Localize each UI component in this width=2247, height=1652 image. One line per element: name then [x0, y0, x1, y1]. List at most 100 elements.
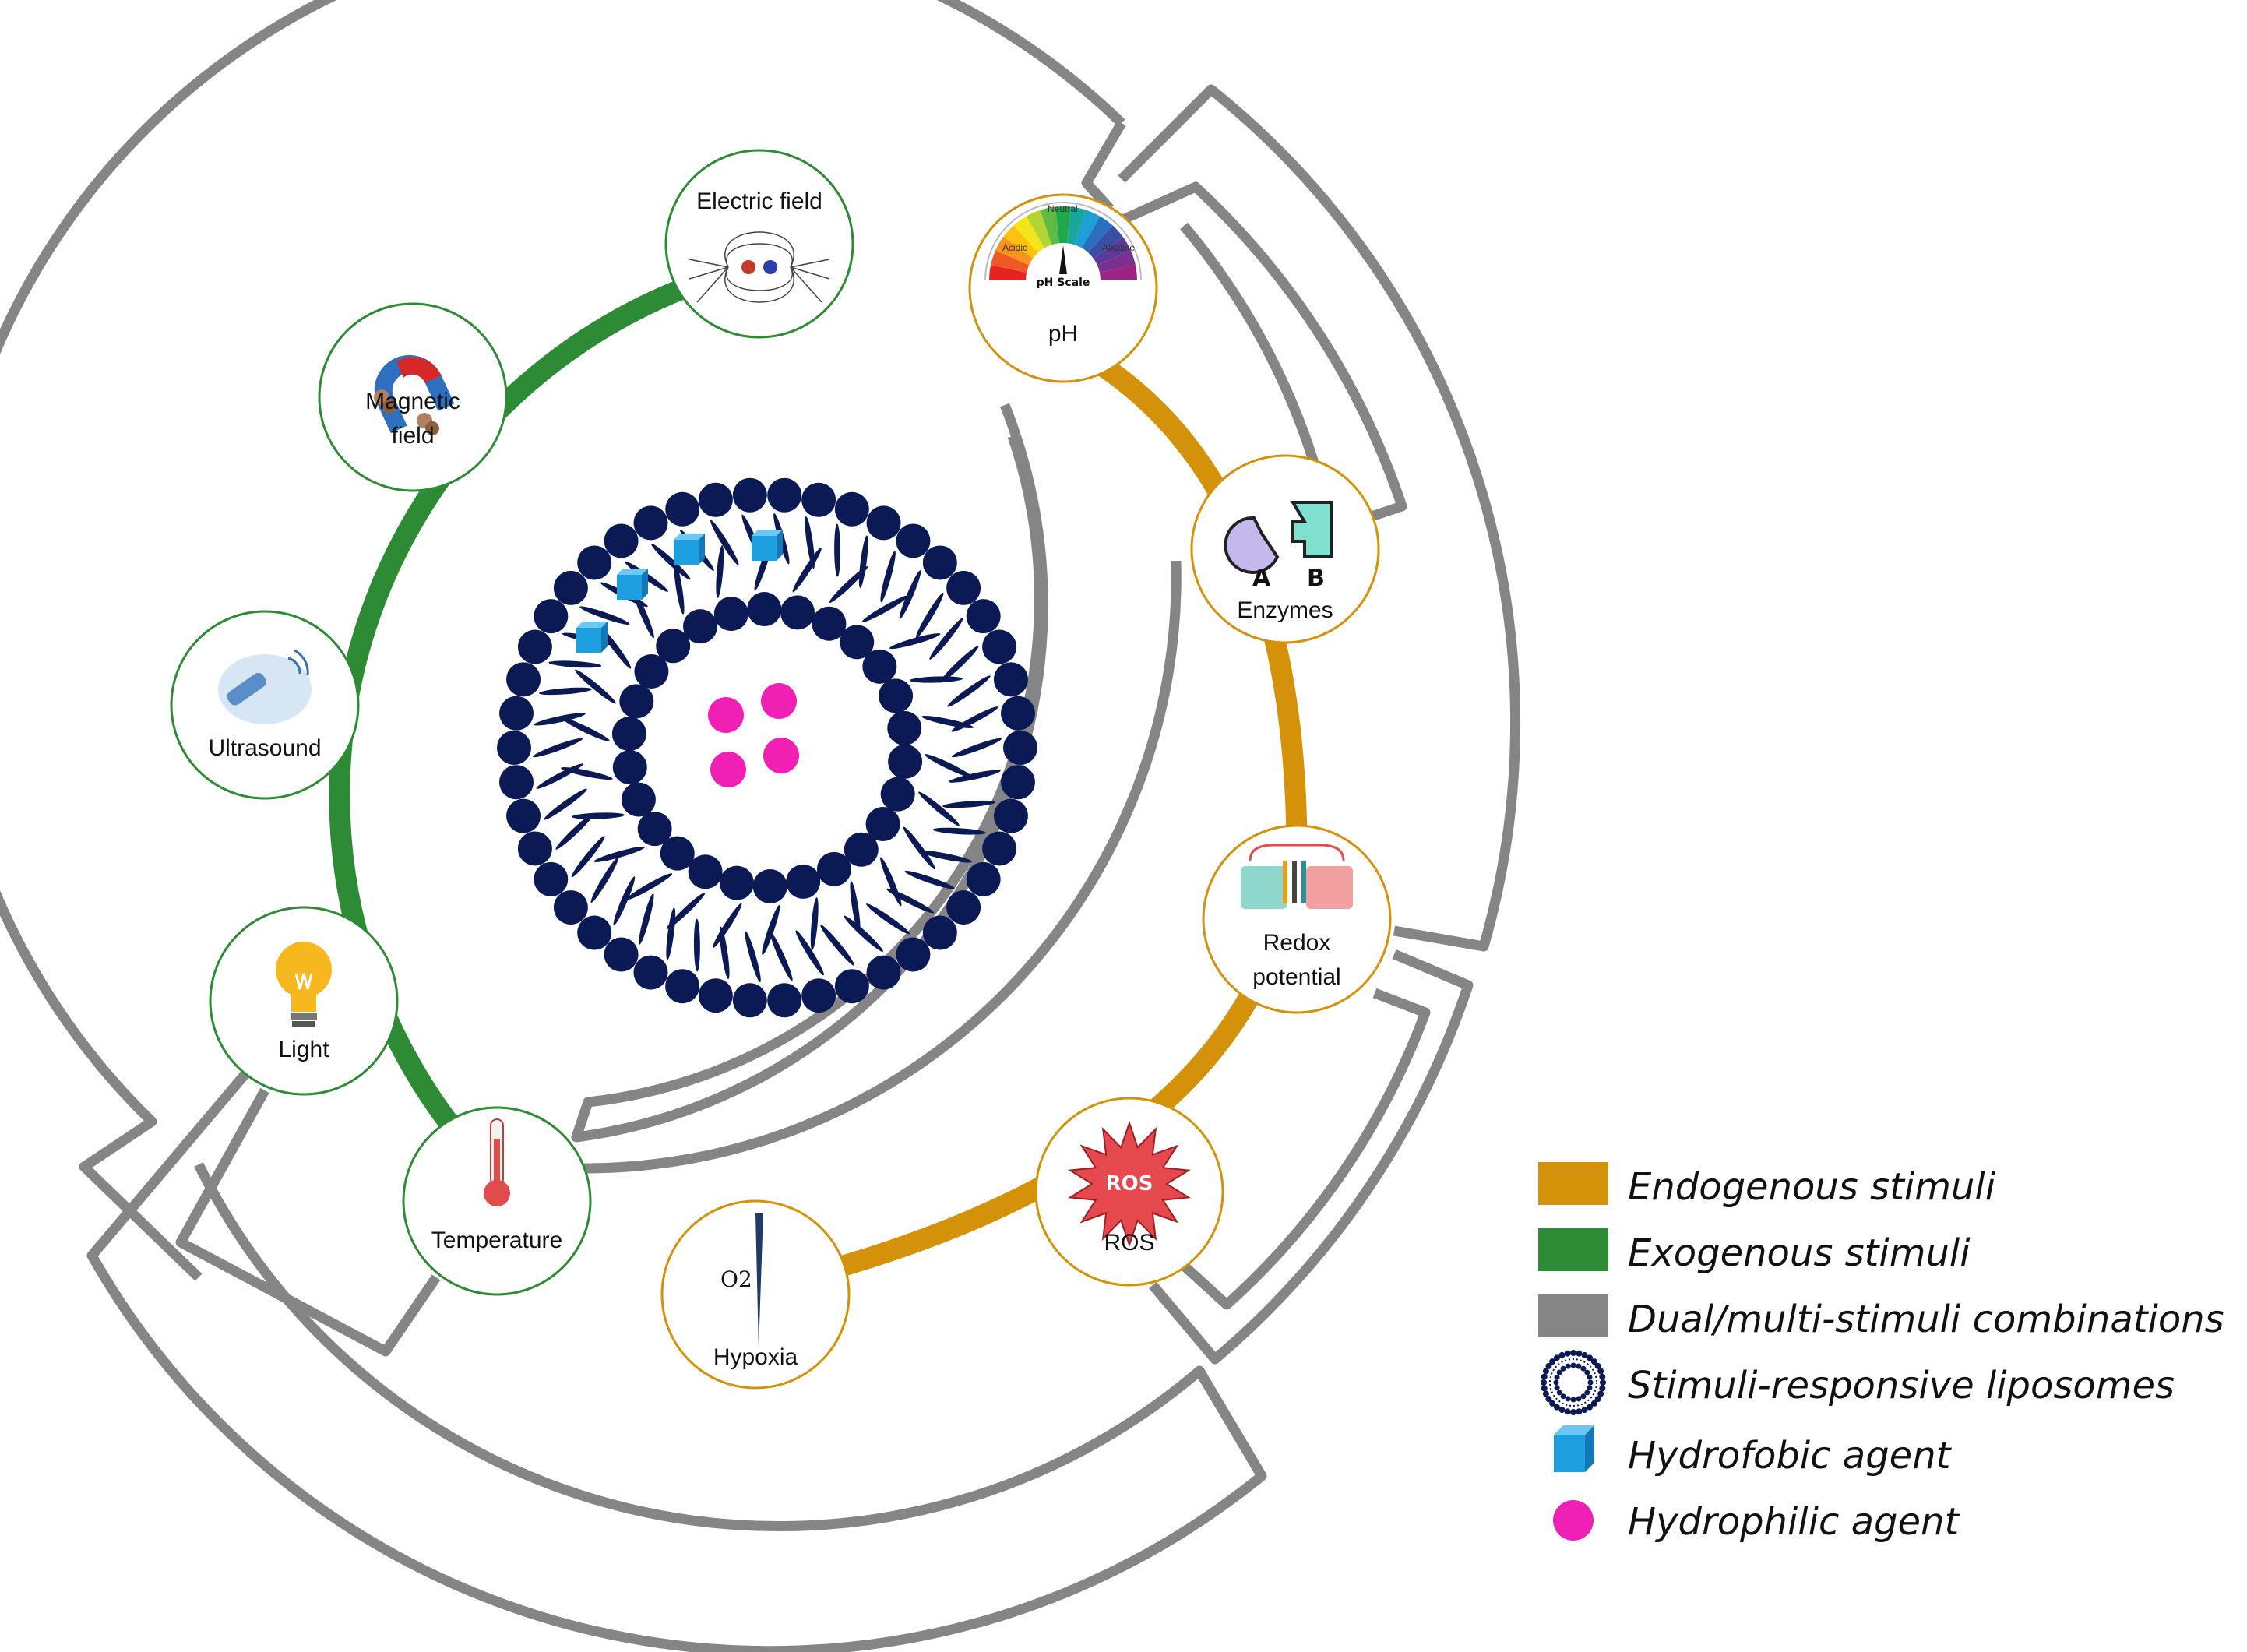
lipid-tail	[713, 903, 742, 949]
legend-item-endogenous: Endogenous stimuli	[1538, 1162, 1996, 1209]
lipid-head	[887, 710, 922, 745]
lipid-head	[922, 545, 957, 580]
svg-text:Exogenous stimuli: Exogenous stimuli	[1628, 1231, 1971, 1275]
lipid-head	[517, 831, 552, 866]
thermometer-icon	[484, 1118, 510, 1206]
stimulus-label: Ultrasound	[208, 735, 321, 761]
svg-text:Dual/multi-stimuli combination: Dual/multi-stimuli combinations	[1628, 1298, 2224, 1341]
lipid-head	[1000, 765, 1035, 800]
svg-text:pH Scale: pH Scale	[1037, 277, 1090, 289]
svg-text:ROS: ROS	[1106, 1172, 1153, 1196]
lipid-head	[862, 649, 897, 684]
lipid-tail	[710, 520, 739, 565]
ros-burst-icon: ROS	[1067, 1120, 1192, 1248]
right-combination-bracket-mid	[1115, 181, 1407, 523]
lipid-tail	[866, 903, 910, 935]
lipid-tail	[632, 589, 654, 639]
lipid-head	[634, 653, 669, 689]
lipid-head	[633, 505, 668, 541]
lipid-tail	[903, 826, 935, 870]
svg-text:Stimuli-responsive liposomes: Stimuli-responsive liposomes	[1628, 1364, 2175, 1407]
svg-text:Neutral: Neutral	[1048, 203, 1078, 214]
lipid-head	[966, 599, 1001, 634]
lipid-head	[866, 955, 901, 990]
lipid-tail	[947, 675, 991, 707]
lipid-tail	[572, 812, 625, 819]
stimulus-node-temperature: Temperature	[402, 1106, 592, 1296]
lipid-tail	[534, 713, 586, 726]
lipid-tail	[861, 595, 909, 622]
lipid-head	[612, 750, 647, 785]
electric-field-icon	[689, 231, 830, 303]
legend-item-exogenous: Exogenous stimuli	[1538, 1228, 1971, 1275]
lipid-head	[698, 482, 733, 517]
svg-text:O2: O2	[720, 1266, 752, 1292]
lipid-tail	[925, 754, 973, 778]
stimulus-node-light: Light	[209, 906, 399, 1096]
lipid-tail	[850, 881, 861, 934]
lipid-head	[553, 570, 588, 605]
lipid-head	[922, 915, 957, 950]
lipid-tail	[834, 523, 841, 577]
lipid-tail	[770, 932, 793, 981]
liposome	[497, 477, 1037, 1018]
lipid-head	[982, 831, 1017, 866]
right-combination-bracket-ros	[1180, 988, 1431, 1310]
svg-text:A: A	[1252, 565, 1271, 592]
lipid-tail	[544, 788, 587, 820]
stimulus-node-ros: ROS ROS	[1034, 1097, 1224, 1287]
lipid-head	[747, 592, 782, 627]
lipid-tail	[593, 846, 645, 862]
lipid-head	[553, 890, 588, 925]
lipid-tail	[899, 570, 921, 619]
lipid-head	[683, 609, 718, 644]
lipid-tail	[590, 857, 619, 903]
lipid-tail	[921, 715, 974, 728]
lipid-tail	[951, 706, 998, 732]
redox-cell-icon	[1241, 844, 1353, 909]
svg-text:Endogenous stimuli: Endogenous stimuli	[1628, 1165, 1996, 1209]
lipid-head	[497, 731, 531, 765]
lipid-tail	[889, 633, 941, 650]
svg-text:Hydrophilic agent: Hydrophilic agent	[1628, 1500, 1960, 1544]
lipid-tail	[666, 892, 706, 929]
lipid-tail	[561, 767, 613, 780]
lipid-head	[720, 865, 755, 900]
lipid-head	[499, 696, 534, 731]
legend-item-hydrophilic: Hydrophilic agent	[1553, 1500, 1960, 1544]
magenta-dot-icon	[1553, 1500, 1594, 1541]
lipid-head	[660, 836, 695, 871]
lipid-tail	[949, 770, 1001, 783]
lipid-head	[786, 864, 821, 899]
lipid-tail	[639, 893, 654, 945]
lipid-tail	[666, 907, 676, 960]
lipid-head	[993, 662, 1028, 697]
lipid-head	[801, 978, 836, 1013]
lipid-head	[801, 482, 836, 517]
lipid-head	[780, 595, 815, 630]
lipid-tail	[932, 827, 986, 835]
lipid-head	[621, 782, 656, 817]
lipid-tail	[829, 566, 868, 604]
left-combination-bracket-outer	[86, 1051, 1267, 1652]
lipid-head	[767, 983, 802, 1018]
lipid-tail	[915, 592, 944, 639]
lipid-head	[966, 861, 1001, 896]
lipid-tail	[918, 791, 960, 826]
lipid-tail	[820, 925, 854, 966]
green-swatch	[1538, 1228, 1608, 1271]
stimulus-label: Temperature	[431, 1228, 562, 1253]
lipid-head	[713, 597, 748, 632]
lipid-tail	[929, 618, 963, 660]
lipid-head	[812, 606, 847, 641]
lipid-head	[534, 861, 569, 896]
lipid-head	[767, 477, 802, 513]
hydrophobic-agent	[752, 530, 783, 561]
lipid-head	[1003, 731, 1037, 765]
lipid-head	[506, 798, 541, 833]
hydrophobic-agent	[576, 622, 608, 653]
left-combination-bracket-inner	[175, 1087, 441, 1357]
